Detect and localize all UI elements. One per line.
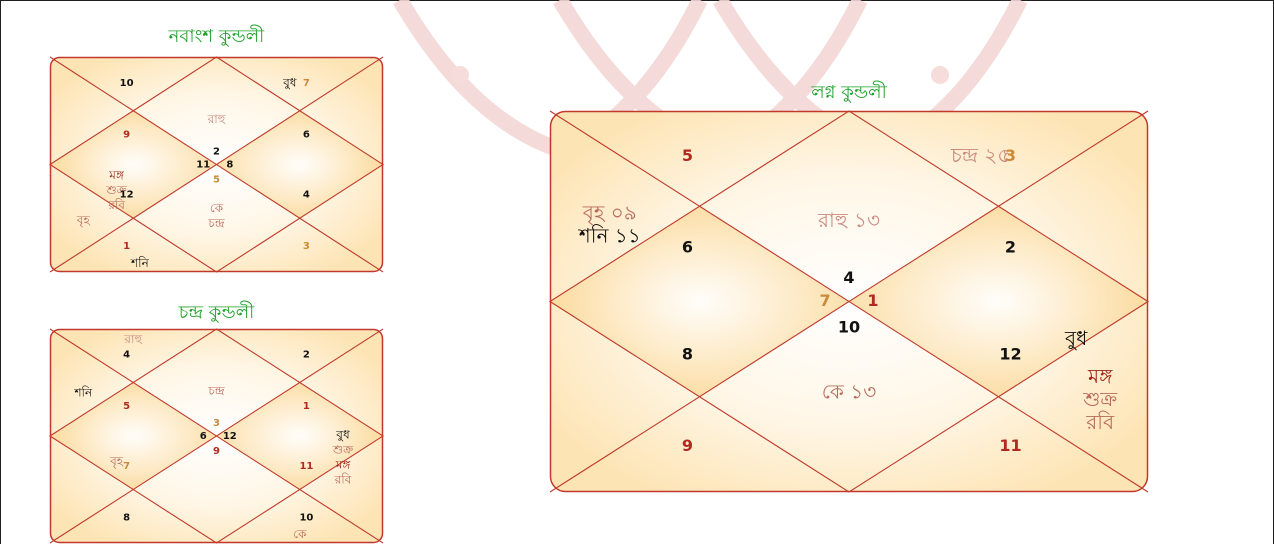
house-10-number: 12 — [223, 431, 237, 442]
house-2-planet: রাহু — [123, 332, 142, 346]
house-8-number: 11 — [999, 436, 1021, 455]
house-3-planet: বৃহ ০৯ — [582, 200, 637, 224]
chandra-chart-title: চন্দ্র কুন্ডলী — [50, 298, 383, 329]
house-2-number: 4 — [123, 350, 130, 361]
house-9-number: 12 — [999, 344, 1021, 363]
house-11-number: 6 — [303, 129, 310, 140]
house-7-planet: চন্দ্র — [207, 216, 224, 230]
house-7-planet: কে — [210, 201, 224, 215]
house-9-number: 4 — [303, 190, 310, 201]
house-9-planet: মঙ্গ — [1087, 364, 1113, 388]
house-7-number: 9 — [213, 446, 220, 457]
house-7-planet: কে ১৩ — [822, 379, 876, 403]
house-4-number: 6 — [200, 431, 207, 442]
house-1-planet: রাহু — [207, 112, 226, 126]
house-3-number: 6 — [682, 238, 693, 257]
house-12-number: 7 — [303, 78, 310, 89]
house-10-number: 1 — [867, 291, 878, 310]
house-9-planet: রবি — [1085, 410, 1115, 434]
house-10-planet: বুধ — [335, 427, 350, 442]
house-8-number: 10 — [299, 512, 313, 523]
house-2-number: 10 — [120, 78, 134, 89]
house-1-number: 2 — [213, 147, 220, 158]
house-1-planet: রাহু ১৩ — [817, 208, 880, 232]
house-1-planet: চন্দ্র — [207, 384, 224, 398]
house-10-planet: শুক্র — [332, 442, 354, 456]
house-10-planet: রবি — [334, 472, 352, 486]
house-8-planet: কে — [293, 527, 307, 541]
house-5-planet: বৃহ — [76, 213, 91, 228]
house-4-planet: বৃহ — [109, 454, 124, 469]
house-6-number: 1 — [123, 241, 130, 252]
house-4-number: 7 — [820, 291, 831, 310]
house-6-planet: শনি — [130, 256, 150, 270]
house-5-number: 8 — [682, 344, 693, 363]
house-5-number: 12 — [120, 190, 134, 201]
house-6-number: 9 — [682, 436, 693, 455]
house-9-planet: শুক্র — [1082, 387, 1117, 411]
house-11-number: 2 — [1005, 238, 1016, 257]
house-6-number: 8 — [123, 512, 130, 523]
house-12-number: 2 — [303, 350, 310, 361]
house-10-number: 8 — [226, 160, 233, 171]
house-7-number: 10 — [838, 318, 860, 337]
house-12-planet: চন্দ্র ২৫ — [950, 143, 1010, 167]
house-3-number: 9 — [123, 129, 130, 140]
house-10-planet: মঙ্গ — [335, 457, 352, 471]
house-11-number: 1 — [303, 401, 310, 412]
lagna-chart-title: লগ্ন কুন্ডলী — [550, 78, 1148, 109]
house-12-planet: বুধ — [282, 75, 297, 90]
house-1-number: 4 — [843, 268, 854, 287]
house-3-planet: শনি — [73, 386, 93, 400]
house-4-planet: মঙ্গ — [108, 168, 125, 182]
house-10-planet: বুধ — [1064, 326, 1088, 350]
house-3-number: 5 — [123, 401, 130, 412]
house-8-number: 3 — [303, 241, 310, 252]
house-2-number: 5 — [682, 146, 693, 165]
house-5-number: 7 — [123, 461, 130, 472]
house-4-number: 11 — [196, 160, 210, 171]
house-9-number: 11 — [299, 461, 313, 472]
house-7-number: 5 — [213, 175, 220, 186]
house-1-number: 3 — [213, 418, 220, 429]
navamsa-chart-title: নবাংশ কুন্ডলী — [50, 22, 383, 53]
house-3-planet: শনি ১১ — [578, 223, 641, 247]
